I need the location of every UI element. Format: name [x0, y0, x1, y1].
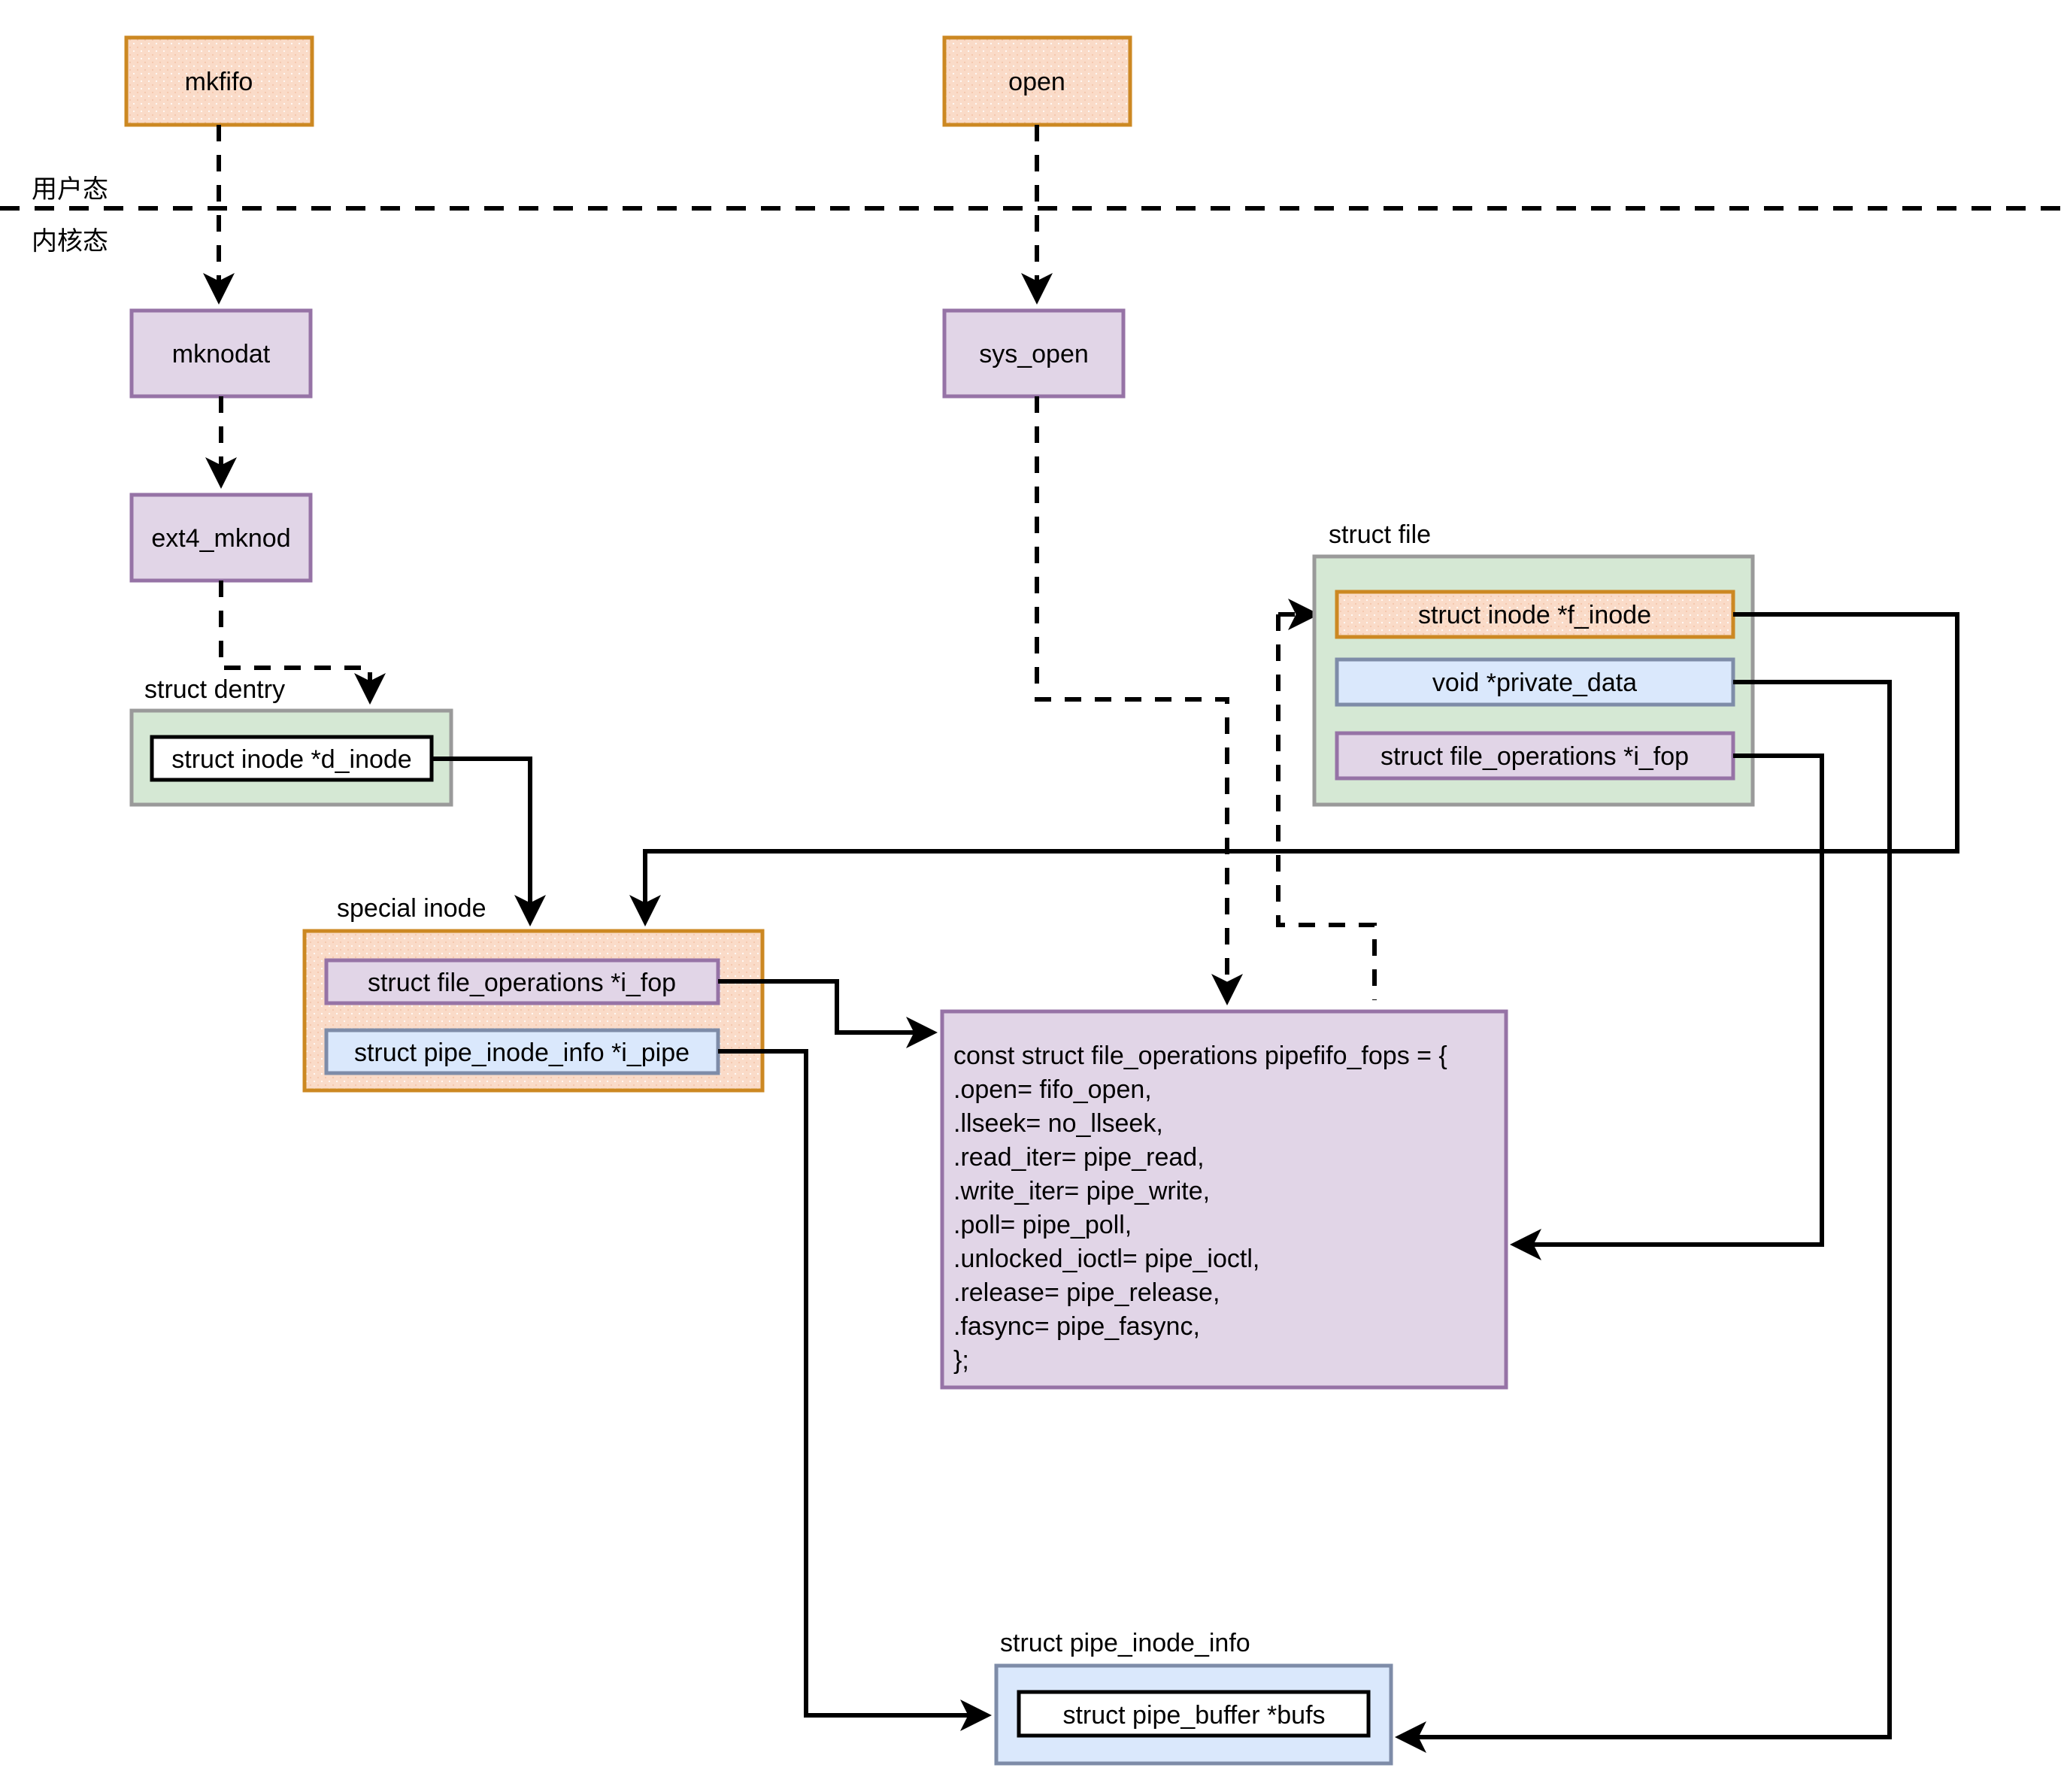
dentry-field-d-inode-label: struct inode *d_inode [171, 745, 411, 774]
code-line-4: .write_iter= pipe_write, [953, 1177, 1210, 1205]
special-inode-field-i-pipe-label: struct pipe_inode_info *i_pipe [354, 1039, 690, 1067]
node-mknodat-label: mknodat [172, 340, 271, 368]
code-line-9: }; [953, 1346, 969, 1375]
file-field-private-data-label: void *private_data [1432, 669, 1637, 697]
code-line-2: .llseek= no_llseek, [953, 1109, 1163, 1138]
link-inode-i-fop-to-fops [718, 979, 938, 1048]
code-line-7: .release= pipe_release, [953, 1278, 1220, 1307]
code-line-8: .fasync= pipe_fasync, [953, 1312, 1200, 1341]
flow-ext4mknod-to-dentry [219, 581, 386, 705]
code-line-6: .unlocked_ioctl= pipe_ioctl, [953, 1245, 1259, 1273]
special-inode-field-i-pipe[interactable] [324, 1028, 720, 1075]
file-caption: struct file [1329, 520, 1431, 549]
pipe-inode-info-caption: struct pipe_inode_info [1000, 1629, 1250, 1657]
code-line-5: .poll= pipe_poll, [953, 1211, 1132, 1239]
kernel-mode-label: 内核态 [32, 227, 108, 256]
node-mkfifo-label: mkfifo [185, 68, 253, 96]
node-mkfifo[interactable] [124, 35, 314, 127]
pipe-inode-info-field-bufs-label: struct pipe_buffer *bufs [1062, 1701, 1325, 1730]
node-open-label: open [1008, 68, 1065, 96]
node-ext4-mknod[interactable] [129, 493, 313, 583]
code-block-pipefifo-fops [940, 1009, 1508, 1390]
link-file-i-fop-to-fops [1510, 753, 1824, 1260]
user-mode-label: 用户态 [32, 175, 108, 204]
special-inode-field-i-fop[interactable] [324, 958, 720, 1005]
file-field-private-data[interactable] [1335, 657, 1735, 707]
flow-file-fops-link [1276, 614, 1377, 1000]
link-private-data-to-pipe-inode-info [1395, 680, 1892, 1753]
node-ext4-mknod-label: ext4_mknod [151, 524, 290, 553]
file-field-i-fop[interactable] [1335, 731, 1735, 781]
special-inode-field-i-fop-label: struct file_operations *i_fop [368, 969, 676, 997]
dentry-caption: struct dentry [144, 675, 285, 704]
link-d-inode-to-special-inode [432, 757, 546, 926]
file-field-i-fop-label: struct file_operations *i_fop [1381, 742, 1689, 771]
flow-sysopen-to-fops [1035, 396, 1243, 1005]
special-inode-caption: special inode [337, 894, 486, 923]
node-open[interactable] [942, 35, 1132, 127]
code-line-1: .open= fifo_open, [953, 1075, 1152, 1104]
link-i-pipe-to-pipe-inode-info [718, 1049, 992, 1731]
pipe-inode-info-field-bufs[interactable] [1017, 1690, 1371, 1738]
link-f-inode-to-special-inode [629, 612, 1959, 926]
node-sys-open-label: sys_open [979, 340, 1089, 368]
node-sys-open[interactable] [942, 308, 1126, 399]
code-line-3: .read_iter= pipe_read, [953, 1143, 1205, 1172]
code-line-0: const struct file_operations pipefifo_fo… [953, 1042, 1447, 1070]
file-field-f-inode-label: struct inode *f_inode [1418, 601, 1651, 629]
